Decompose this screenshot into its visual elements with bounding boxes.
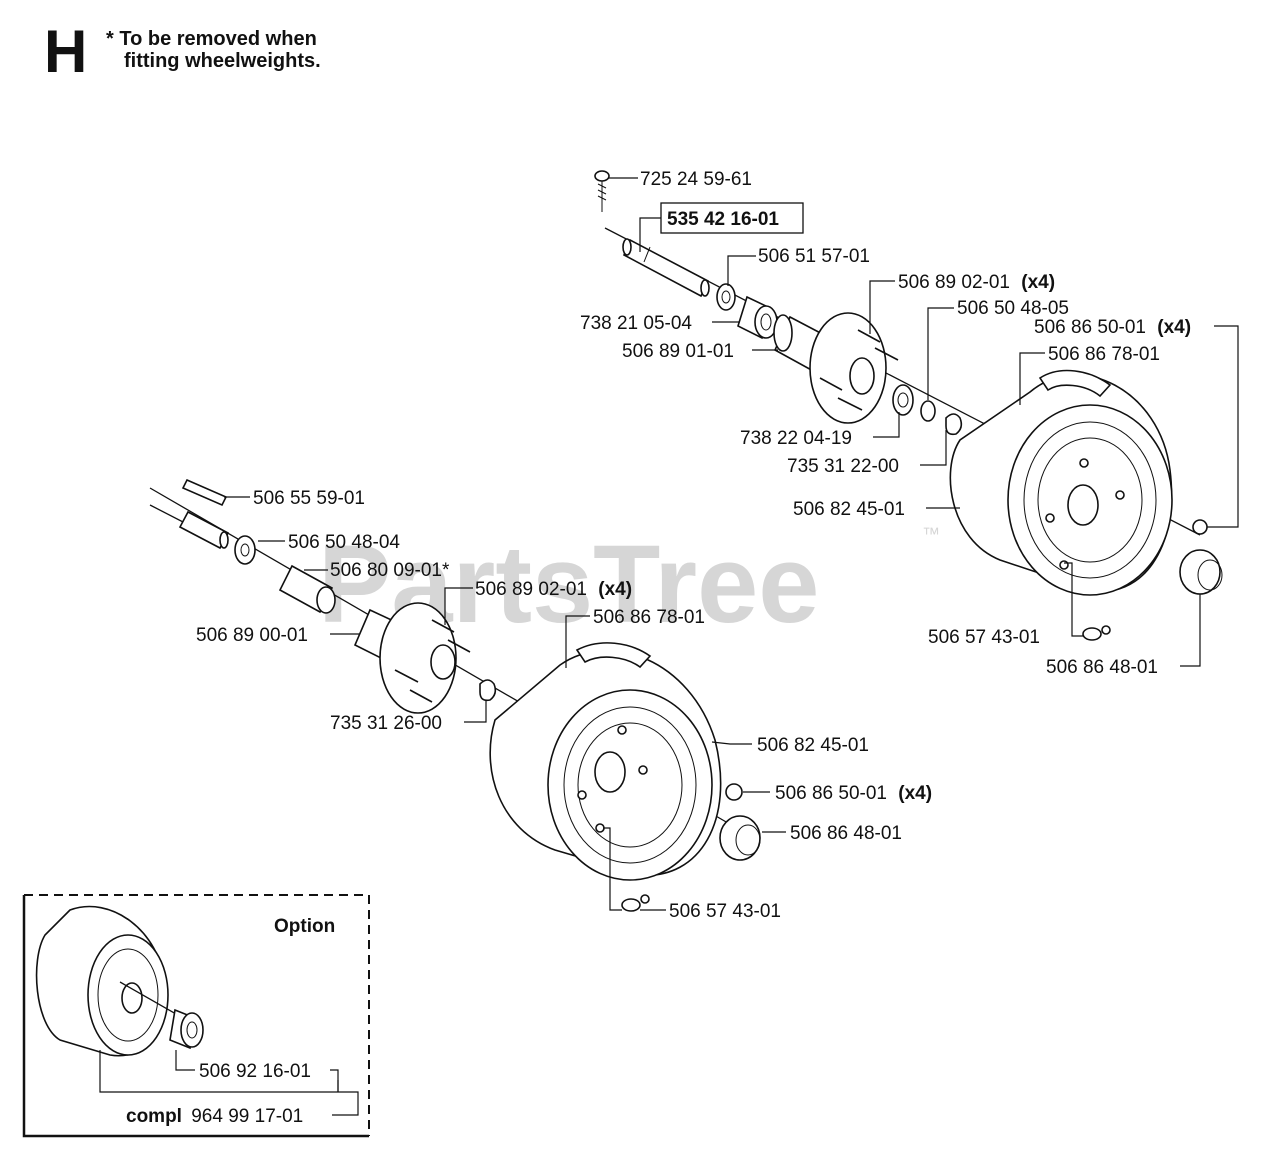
lower-valve-part (621, 894, 650, 912)
lower-labels: 506 55 59-01 506 50 48-04 506 80 09-01* … (196, 488, 932, 922)
upper-washer2-part (920, 400, 936, 422)
lower-spacer-part (278, 564, 336, 614)
lower-key-part (181, 478, 228, 507)
lower-cap-part (719, 815, 761, 861)
label-lower-key: 506 55 59-01 (253, 488, 365, 509)
label-lower-nut: 506 86 50-01 (x4) (775, 783, 932, 804)
label-lower-stud-number: 506 89 02-01 (475, 579, 587, 600)
label-upper-rim: 506 82 45-01 (793, 499, 905, 520)
option-bearing-label: 506 92 16-01 (199, 1061, 311, 1082)
header-note-line2: fitting wheelweights. (124, 50, 321, 72)
label-lower-stud-qty: (x4) (598, 579, 632, 600)
label-upper-stud: 506 89 02-01 (x4) (898, 272, 1055, 293)
upper-assembly-drawing (594, 170, 1223, 641)
option-box: Option 506 92 16-01 compl 964 99 17-01 (22, 894, 370, 1138)
label-lower-rim: 506 82 45-01 (757, 735, 869, 756)
upper-nut-part (1192, 519, 1208, 535)
header-note-line1: * To be removed when (106, 28, 317, 50)
label-upper-cap: 506 86 48-01 (1046, 657, 1158, 678)
label-lower-clip: 735 31 26-00 (330, 713, 442, 734)
label-lower-valve: 506 57 43-01 (669, 901, 781, 922)
lower-assembly-drawing (149, 478, 761, 912)
label-lower-cap: 506 86 48-01 (790, 823, 902, 844)
watermark-tm: ™ (922, 524, 940, 544)
label-upper-nut-qty: (x4) (1157, 317, 1191, 338)
lower-hub-part (353, 602, 471, 714)
upper-labels: 725 24 59-61 535 42 16-01 506 51 57-01 5… (580, 169, 1239, 678)
upper-washer-part (716, 283, 736, 311)
label-upper-bearing2: 738 22 04-19 (740, 428, 852, 449)
lower-clip-part (479, 679, 497, 702)
upper-clip-part (945, 413, 963, 436)
label-lower-nut-qty: (x4) (898, 783, 932, 804)
label-lower-hub: 506 89 00-01 (196, 625, 308, 646)
label-upper-washer2: 506 50 48-05 (957, 298, 1069, 319)
upper-valve-part (1082, 625, 1111, 641)
label-upper-nut: 506 86 50-01 (x4) (1034, 317, 1191, 338)
label-upper-valve: 506 57 43-01 (928, 627, 1040, 648)
upper-bearing-part (737, 295, 778, 340)
label-upper-nut-number: 506 86 50-01 (1034, 317, 1146, 338)
lower-nut-part (725, 783, 743, 801)
label-lower-spacer: 506 80 09-01* (330, 560, 450, 581)
option-title: Option (274, 916, 335, 937)
label-upper-spacer: 506 89 01-01 (622, 341, 734, 362)
label-upper-bolt: 725 24 59-61 (640, 169, 752, 190)
header-note: * To be removed when fitting wheelweight… (106, 28, 321, 72)
label-lower-nut-number: 506 86 50-01 (775, 783, 887, 804)
option-bearing-part (169, 1008, 204, 1050)
label-upper-washer: 506 51 57-01 (758, 246, 870, 267)
label-lower-tire: 506 86 78-01 (593, 607, 705, 628)
lower-washer-part (234, 535, 256, 565)
section-letter: H (44, 18, 88, 85)
label-lower-washer: 506 50 48-04 (288, 532, 400, 553)
label-lower-stud: 506 89 02-01 (x4) (475, 579, 632, 600)
option-wheel-part (35, 905, 191, 1057)
upper-wheel-part (949, 369, 1173, 596)
upper-cap-part (1179, 549, 1223, 595)
option-compl-number: 964 99 17-01 (191, 1106, 303, 1127)
upper-bolt-part (594, 170, 610, 212)
label-upper-axle: 535 42 16-01 (667, 209, 779, 230)
option-compl-prefix: compl (126, 1106, 182, 1127)
lower-wheel-part (489, 642, 722, 881)
label-upper-stud-number: 506 89 02-01 (898, 272, 1010, 293)
label-upper-tire: 506 86 78-01 (1048, 344, 1160, 365)
label-upper-bearing: 738 21 05-04 (580, 313, 692, 334)
label-upper-stud-qty: (x4) (1021, 272, 1055, 293)
upper-axle-part (622, 238, 710, 298)
label-upper-clip: 735 31 22-00 (787, 456, 899, 477)
upper-bearing2-part (892, 384, 914, 416)
option-compl-label: compl 964 99 17-01 (126, 1106, 303, 1127)
lower-shaft-part (178, 510, 230, 550)
upper-hub-part (809, 312, 899, 424)
